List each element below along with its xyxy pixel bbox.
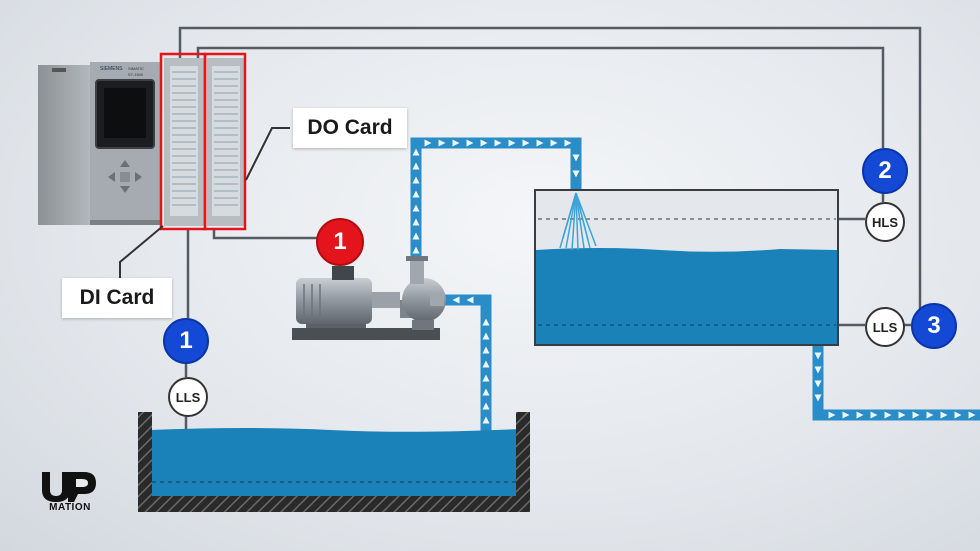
flow-arrow <box>412 218 420 226</box>
flow-arrow <box>424 139 432 147</box>
plc-rack: SIEMENS SIMATIC S7-1500 <box>38 52 247 231</box>
flow-arrow <box>856 411 864 419</box>
flow-arrow <box>452 139 460 147</box>
flow-arrow <box>572 154 580 162</box>
piping <box>410 137 980 432</box>
flow-arrow <box>412 190 420 198</box>
upper-tank <box>534 189 839 346</box>
flow-arrow <box>482 360 490 368</box>
flow-arrow <box>494 139 502 147</box>
flow-arrow <box>954 411 962 419</box>
pump-discharge <box>410 258 424 284</box>
flow-arrow <box>438 139 446 147</box>
flow-arrow <box>926 411 934 419</box>
flow-arrow <box>870 411 878 419</box>
upper-tank-water <box>536 248 837 344</box>
water-spray <box>559 192 597 251</box>
upper-lls-number-badge: 3 <box>911 303 957 349</box>
flow-arrow <box>828 411 836 419</box>
flow-arrow <box>452 296 460 304</box>
motor-number-badge: 1 <box>316 218 364 266</box>
flow-arrow <box>412 162 420 170</box>
lower-tank-water <box>150 428 520 496</box>
motor-body <box>296 278 372 324</box>
flow-arrow <box>814 352 822 360</box>
flow-arrow <box>550 139 558 147</box>
flow-arrow <box>412 232 420 240</box>
flow-arrow <box>482 346 490 354</box>
di-card-label: DI Card <box>62 278 172 318</box>
flow-arrow <box>482 416 490 424</box>
do-card-highlight <box>203 52 247 231</box>
lower-tank-walls <box>138 412 530 512</box>
plc-brand: SIEMENS <box>100 66 123 72</box>
label-leaders <box>119 127 290 278</box>
do-card-label: DO Card <box>293 108 407 148</box>
flow-arrow <box>508 139 516 147</box>
flow-arrow <box>884 411 892 419</box>
lower-lls-number-badge: 1 <box>163 318 209 364</box>
flow-arrow <box>412 148 420 156</box>
lower-low-level-switch: LLS <box>168 377 208 417</box>
flow-arrow <box>482 332 490 340</box>
high-level-switch: HLS <box>865 202 905 242</box>
flow-arrow <box>912 411 920 419</box>
wire-motor <box>212 228 318 240</box>
flow-arrow <box>536 139 544 147</box>
flow-arrow <box>482 374 490 382</box>
flow-arrow <box>814 366 822 374</box>
lower-tank <box>138 412 530 512</box>
flow-arrow <box>482 402 490 410</box>
flow-arrow <box>412 176 420 184</box>
motor-terminal-box <box>332 266 354 280</box>
flow-arrow <box>522 139 530 147</box>
plc-model-line: SIMATIC <box>128 66 144 71</box>
cpu-nav-buttons <box>108 160 142 193</box>
flow-arrow <box>898 411 906 419</box>
flow-arrow <box>482 388 490 396</box>
flow-arrow <box>842 411 850 419</box>
flow-arrow <box>412 246 420 254</box>
flow-arrow <box>482 318 490 326</box>
flow-arrow <box>466 296 474 304</box>
upmation-logo <box>42 472 96 502</box>
hls-number-badge: 2 <box>862 148 908 194</box>
flow-arrow <box>480 139 488 147</box>
pump-volute <box>402 278 446 322</box>
flow-arrow <box>814 380 822 388</box>
logo-wordmark: MATION <box>49 502 91 513</box>
plc-model: S7-1500 <box>128 72 144 77</box>
flow-arrow <box>572 170 580 178</box>
flow-arrow <box>466 139 474 147</box>
flow-arrow <box>968 411 976 419</box>
flow-arrow <box>564 139 572 147</box>
flow-arrow <box>814 394 822 402</box>
pump-motor-assembly <box>292 256 446 340</box>
flow-arrow <box>412 204 420 212</box>
upper-low-level-switch: LLS <box>865 307 905 347</box>
power-supply-module <box>38 65 90 225</box>
flow-arrow <box>940 411 948 419</box>
